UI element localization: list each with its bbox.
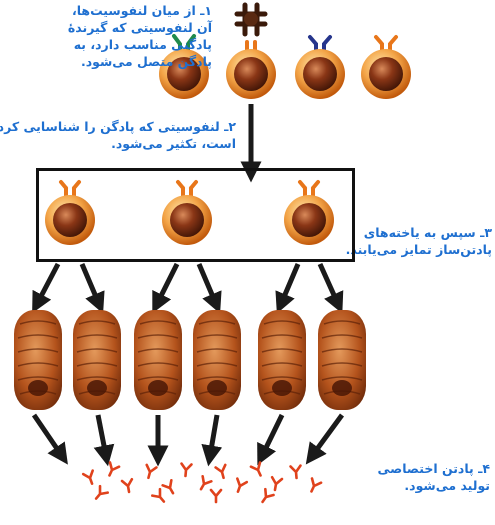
step2-line: است، تکثیر می‌شود. bbox=[111, 136, 236, 151]
lymphocyte-cell bbox=[159, 34, 209, 99]
antibody-icon bbox=[236, 477, 249, 493]
plasma-cell-row bbox=[14, 310, 366, 410]
step1-line: پادگنی مناسب دارد، به bbox=[73, 37, 212, 52]
secretion-arrow bbox=[93, 414, 115, 467]
plasma-cell bbox=[73, 310, 121, 410]
antibody-icon bbox=[249, 461, 262, 477]
secretion-arrow bbox=[31, 413, 68, 465]
plasma-cell bbox=[318, 310, 366, 410]
antibody-icon bbox=[310, 477, 323, 493]
step2-line: ۲ـ لنفوسیتی که پادگن را شناسایی کرده bbox=[0, 119, 236, 134]
secretion-arrow bbox=[305, 413, 345, 465]
antibody-icon bbox=[180, 462, 193, 478]
antibody-icon bbox=[161, 479, 175, 495]
plasma-cell bbox=[258, 310, 306, 410]
differentiation-arrows bbox=[32, 262, 344, 314]
lymphocyte-cell bbox=[295, 35, 345, 99]
antibody-icon bbox=[261, 487, 275, 504]
differentiation-arrow bbox=[79, 263, 105, 314]
cloned-lymphocyte bbox=[45, 180, 95, 245]
step1-line: پادگن متصل می‌شود. bbox=[80, 54, 212, 69]
receptor-icon bbox=[298, 180, 320, 202]
antibody-icon bbox=[214, 463, 227, 480]
step1-label: ۱ـ از میان لنفوسیت‌ها، آن لنفوسیتی که گی… bbox=[0, 2, 212, 70]
antibody-icon bbox=[94, 484, 109, 500]
lymphocyte-row bbox=[159, 34, 411, 99]
antibody-icon bbox=[151, 487, 166, 503]
step4-line: تولید می‌شود. bbox=[404, 478, 490, 493]
antibody-icon bbox=[108, 461, 121, 477]
differentiation-arrow bbox=[152, 262, 180, 314]
differentiation-arrow bbox=[196, 263, 222, 314]
antibody-icon bbox=[209, 488, 223, 504]
differentiation-arrow bbox=[317, 262, 344, 314]
receptor-icon bbox=[176, 180, 198, 202]
step1-line: آن لنفوسیتی که گیرندهٔ bbox=[67, 20, 212, 35]
antibody-icon bbox=[289, 464, 302, 480]
secretion-arrows bbox=[31, 413, 345, 467]
plasma-cell bbox=[193, 310, 241, 410]
secretion-arrow bbox=[201, 414, 223, 467]
clone-box bbox=[36, 168, 355, 262]
step1-line: ۱ـ از میان لنفوسیت‌ها، bbox=[71, 3, 212, 18]
antibody-icon bbox=[81, 469, 94, 485]
step3-line: پادتن‌ساز تمایز می‌یابند. bbox=[345, 242, 492, 257]
antibody-icon bbox=[199, 475, 213, 491]
step3-label: ۳ـ سپس به یاخته‌های پادتن‌ساز تمایز می‌ی… bbox=[345, 224, 492, 258]
lymphocyte-cell-selected bbox=[226, 40, 276, 99]
antigen-icon bbox=[234, 2, 268, 37]
antibody-cluster bbox=[81, 461, 323, 504]
step3-line: ۳ـ سپس به یاخته‌های bbox=[363, 225, 492, 240]
lymphocyte-cell bbox=[361, 35, 411, 99]
clone-row bbox=[45, 180, 334, 245]
plasma-cell bbox=[14, 310, 62, 410]
plasma-cell bbox=[134, 310, 182, 410]
antibody-icon bbox=[270, 475, 284, 492]
differentiation-arrow bbox=[32, 262, 61, 314]
antibody-icon bbox=[145, 463, 158, 480]
receptor-icon bbox=[59, 180, 81, 202]
differentiation-arrow bbox=[275, 263, 301, 314]
cloned-lymphocyte bbox=[284, 180, 334, 245]
cloned-lymphocyte bbox=[162, 180, 212, 245]
step4-label: ۴ـ پادتن اختصاصی تولید می‌شود. bbox=[360, 460, 491, 494]
secretion-arrow bbox=[257, 413, 285, 466]
step4-line: ۴ـ پادتن اختصاصی bbox=[377, 461, 491, 476]
step2-label: ۲ـ لنفوسیتی که پادگن را شناسایی کرده است… bbox=[0, 118, 236, 152]
antibody-icon bbox=[120, 477, 134, 494]
